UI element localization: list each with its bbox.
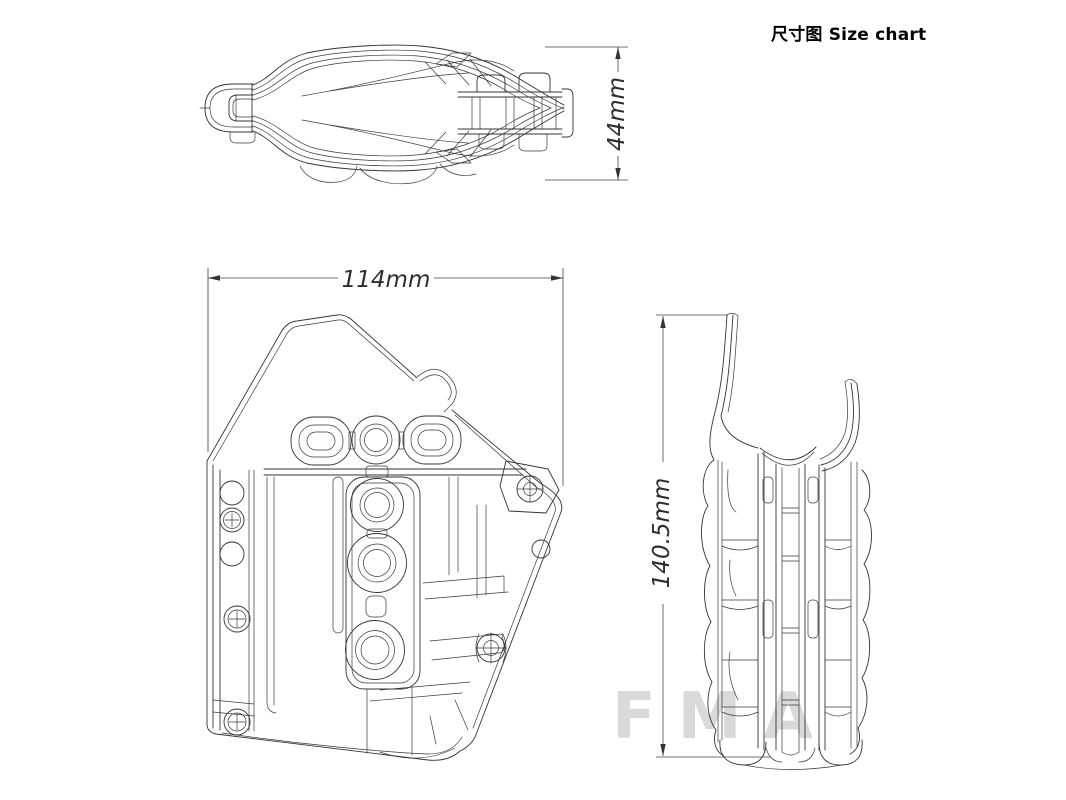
dimension-label: 44mm: [604, 77, 630, 151]
watermark: FMA: [612, 680, 835, 754]
dimension-label: 114mm: [342, 267, 431, 293]
body-outline: [206, 314, 563, 761]
base-feet: [719, 739, 863, 770]
dimension-label: 140.5mm: [649, 478, 675, 589]
center-slot: [762, 463, 819, 753]
arrowhead: [615, 47, 621, 59]
pin-hole: [531, 539, 551, 559]
dimension-top-view-height: 44mm: [545, 46, 632, 181]
hook-flap: [415, 368, 457, 413]
arrowhead: [615, 168, 621, 180]
step-bracket: [369, 575, 509, 745]
side-view-drawing: [701, 312, 872, 770]
page-title: 尺寸图 Size chart: [771, 25, 927, 45]
pin-hole: [219, 541, 245, 567]
saddle: [759, 446, 817, 461]
fork-prongs: [709, 312, 860, 472]
watermark-text: FMA: [612, 680, 835, 754]
plunger-column: [266, 465, 487, 756]
dimension-front-view-width: 114mm: [207, 262, 564, 486]
front-view-drawing: [206, 314, 563, 761]
channel-slot: [332, 476, 344, 634]
arrowhead: [208, 275, 220, 281]
phillips-screw-icon: [223, 605, 251, 633]
corner-plate: [499, 460, 560, 514]
belt-loop: [199, 83, 256, 144]
right-column: [818, 461, 872, 755]
top-view-drawing: [199, 44, 574, 185]
body-contours: [252, 44, 565, 185]
phillips-screw-icon: [219, 507, 245, 533]
pin-hole: [219, 480, 245, 506]
phillips-screw-icon: [223, 708, 251, 736]
arrowhead: [660, 744, 666, 756]
retention-knobs: [263, 415, 527, 476]
arrowhead: [660, 316, 666, 328]
belt-clip-rails: [457, 72, 574, 152]
cross-screw-icon: [475, 632, 507, 664]
arrowhead: [551, 275, 563, 281]
side-rail-screws: [212, 464, 255, 736]
dimension-side-view-height: 140.5mm: [649, 314, 770, 758]
